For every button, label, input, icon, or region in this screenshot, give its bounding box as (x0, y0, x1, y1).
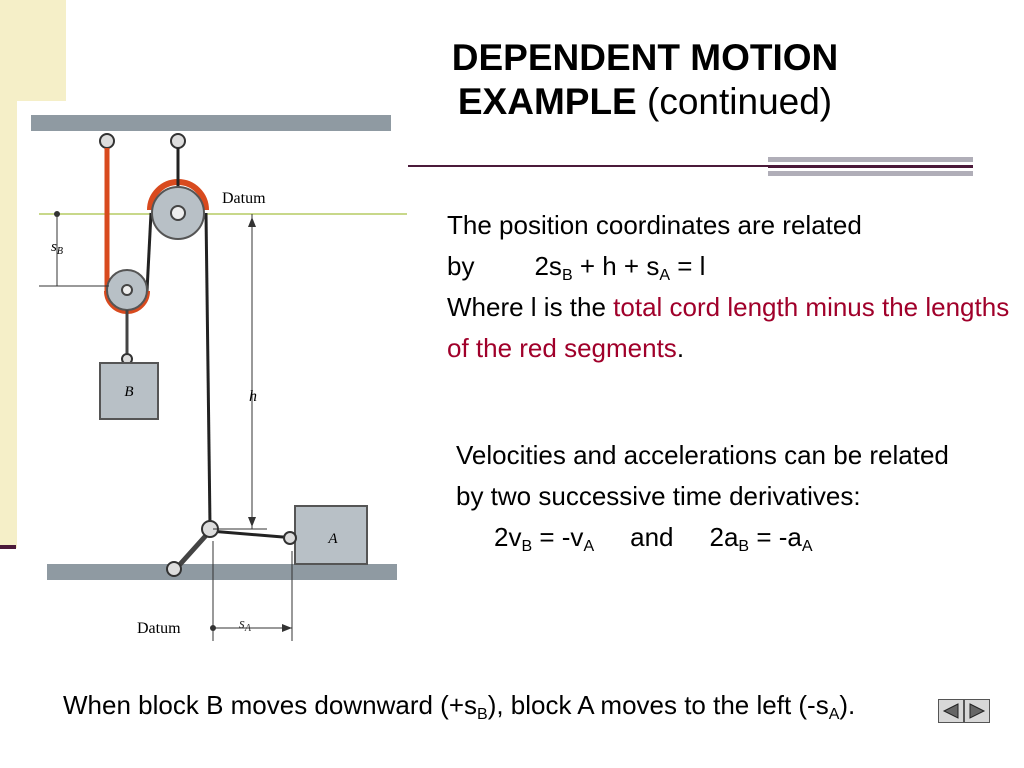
pulley-figure: B A Datum sB h Datum sA (17, 101, 408, 658)
slide-title: DEPENDENT MOTION EXAMPLE (continued) (395, 36, 895, 124)
datum-top-label: Datum (222, 190, 266, 207)
anchor-right (170, 133, 186, 149)
velocity-paragraph: Velocities and accelerations can be rela… (456, 435, 976, 558)
position-line-1: The position coordinates are related (447, 210, 862, 240)
datum-bottom-label: Datum (137, 620, 181, 637)
position-where: Where l is the total cord length minus t… (447, 292, 1010, 363)
triangle-right-icon (969, 703, 986, 719)
bottom-paragraph: When block B moves downward (+sB), block… (63, 690, 856, 723)
ground (47, 564, 397, 580)
block-b (99, 362, 159, 420)
triangle-left-icon (942, 703, 959, 719)
floor-anchor (166, 561, 182, 577)
title-normal: (continued) (647, 81, 833, 122)
pulley-diagram: B A Datum sB h Datum sA (31, 115, 407, 641)
next-slide-button[interactable] (964, 699, 990, 723)
block-a (294, 505, 368, 565)
cord-right-long (204, 212, 212, 527)
anchor-left (99, 133, 115, 149)
sa-label: sA (239, 616, 252, 634)
block-b-label: B (124, 384, 133, 400)
block-a-label: A (327, 531, 338, 547)
title-rule-bars (768, 157, 973, 179)
cord-left-middle (145, 212, 153, 292)
slide-nav (938, 699, 990, 723)
velocity-text: Velocities and accelerations can be rela… (456, 440, 949, 511)
cord-to-block-a (209, 529, 296, 540)
red-highlight: total cord length minus the lengths of t… (447, 292, 1010, 363)
ceiling (31, 115, 391, 131)
h-label: h (249, 388, 257, 405)
side-accent-line (0, 545, 16, 549)
sb-label: sB (51, 239, 63, 257)
title-rule (408, 165, 768, 167)
previous-slide-button[interactable] (938, 699, 964, 723)
title-bold: DEPENDENT MOTION EXAMPLE (451, 37, 839, 122)
